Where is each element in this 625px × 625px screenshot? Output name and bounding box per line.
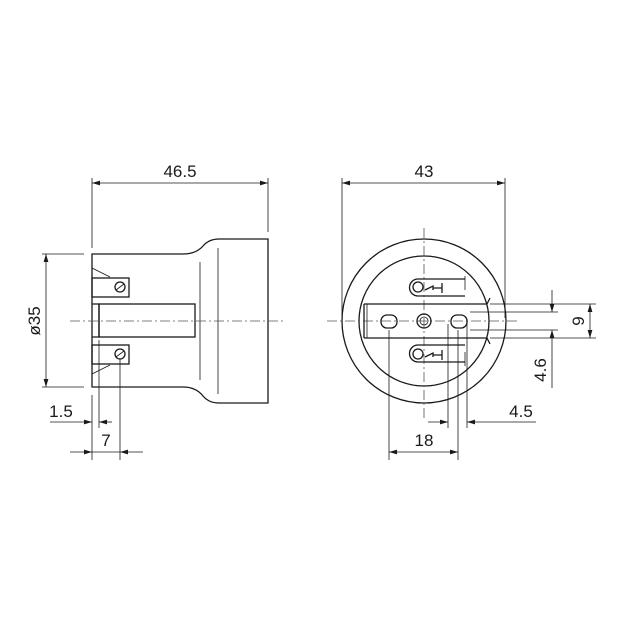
dimension-label-screw: 7 xyxy=(101,431,110,450)
center-contact xyxy=(416,313,432,329)
terminal-upper xyxy=(91,277,130,298)
dimension-label-diameter: ø35 xyxy=(25,306,44,335)
terminal-screw-lower-icon xyxy=(408,344,465,363)
front-view: 43 9 4.6 4.5 18 xyxy=(327,162,596,460)
dimension-label-strip: 9 xyxy=(569,316,588,325)
mounting-hole-right xyxy=(450,314,468,329)
lampholder-body-outline xyxy=(91,238,269,404)
dimension-label-hole-offset: 4.6 xyxy=(531,358,550,382)
dimension-label-length: 46.5 xyxy=(163,162,196,181)
slot-left xyxy=(92,303,100,338)
terminal-screw-upper-icon xyxy=(408,278,465,297)
center-contact-inner xyxy=(419,316,429,326)
bridge-strip xyxy=(364,297,491,345)
screw-icon xyxy=(114,348,126,360)
mounting-hole-left xyxy=(380,314,398,329)
dimension-label-offset: 1.5 xyxy=(49,402,73,421)
contact-spring-upper xyxy=(91,267,111,278)
side-view: 46.5 ø35 1.5 7 xyxy=(25,162,285,460)
screw-icon xyxy=(114,281,126,293)
slot xyxy=(98,303,196,338)
dimension-label-hole-spacing: 18 xyxy=(415,431,434,450)
dimension-label-width: 43 xyxy=(415,162,434,181)
dimension-label-hole-width: 4.5 xyxy=(509,402,533,421)
contact-spring-lower xyxy=(91,364,111,375)
terminal-lower xyxy=(91,344,130,365)
